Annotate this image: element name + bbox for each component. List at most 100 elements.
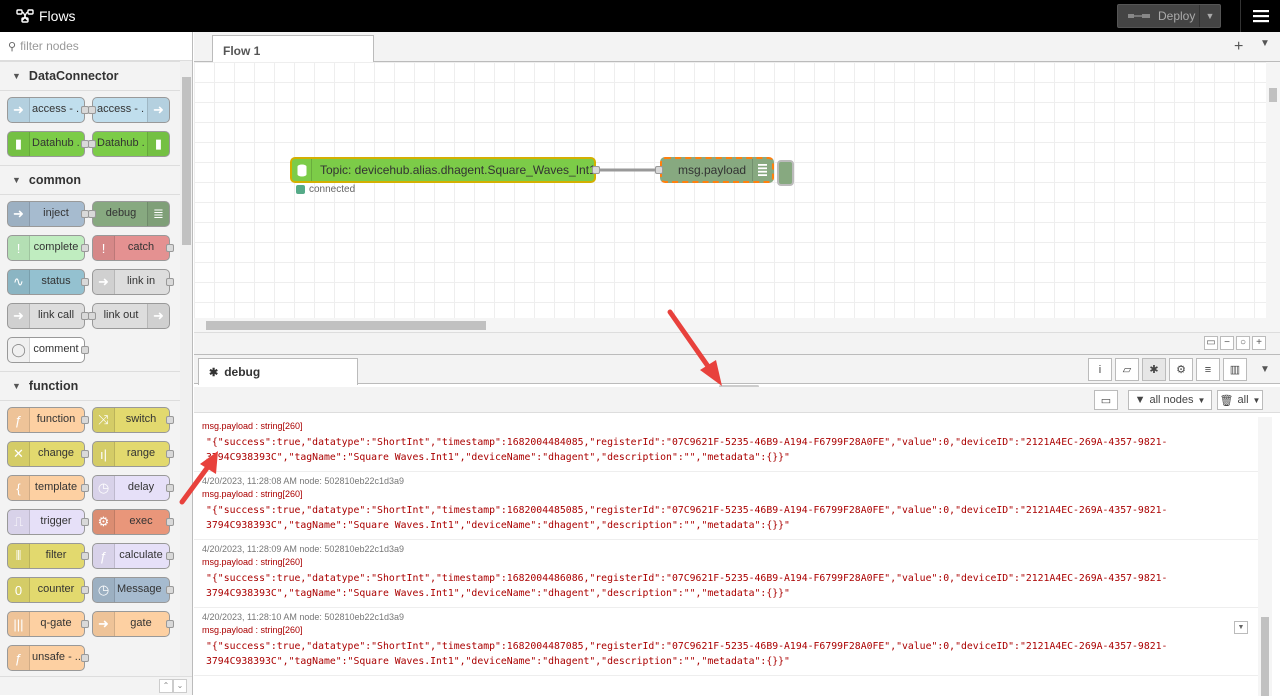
palette-node[interactable]: ➜link call (7, 303, 89, 329)
app-title: Flows (39, 8, 76, 24)
canvas-horizontal-scrollbar[interactable] (194, 318, 1280, 332)
message-value[interactable]: "{"success":true,"datatype":"ShortInt","… (206, 573, 1168, 599)
tab-flow-1[interactable]: Flow 1 (212, 35, 374, 63)
palette-node[interactable]: ▮Datahub ... (7, 131, 89, 157)
debug-toggle-button[interactable] (777, 160, 794, 186)
sidebar-resize-handle[interactable] (719, 385, 759, 388)
deploy-menu-caret-icon[interactable]: ▼ (1205, 11, 1215, 21)
output-port (166, 620, 174, 628)
zoom-out-icon[interactable]: − (1220, 336, 1234, 350)
datahub-subscribe-node[interactable]: Topic: devicehub.alias.dhagent.Square_Wa… (290, 157, 600, 183)
palette-node[interactable]: ✕change (7, 441, 89, 467)
filter-nodes-button[interactable]: ▼ all nodes ▼ (1128, 390, 1212, 410)
palette-node[interactable]: ∿status (7, 269, 89, 295)
debug-bug-icon[interactable]: ✱ (1142, 358, 1166, 381)
debug-scrollbar[interactable] (1258, 417, 1272, 696)
tab-debug[interactable]: ✱ debug (198, 358, 358, 385)
palette-node[interactable]: ➜gate (92, 611, 174, 637)
message-value[interactable]: "{"success":true,"datatype":"ShortInt","… (206, 505, 1168, 531)
palette-node[interactable]: ⎍trigger (7, 509, 89, 535)
node-status: connected (296, 184, 355, 195)
palette-node[interactable]: ➜link in (92, 269, 174, 295)
message-topic: msg.payload : string[260] (202, 489, 303, 499)
sidebar-menu-caret-icon[interactable]: ▼ (1260, 364, 1270, 375)
app-logo: Flows (16, 8, 76, 24)
palette-node[interactable]: ⤨switch (92, 407, 174, 433)
palette-node[interactable]: ➜inject (7, 201, 89, 227)
input-port[interactable] (655, 166, 663, 174)
filter-icon: ⫴ (8, 544, 30, 568)
clock-icon: ◷ (93, 578, 115, 602)
clear-label: all (1237, 394, 1249, 406)
workspace-tabs: Flow 1 + ▼ (194, 32, 1280, 63)
palette-node[interactable]: ◯comment (7, 337, 89, 363)
debug-message[interactable]: 4/20/2023, 11:28:09 AM node: 502810eb22c… (194, 540, 1258, 608)
output-port[interactable] (592, 166, 600, 174)
info-icon[interactable]: i (1088, 358, 1112, 381)
debug-message[interactable]: 4/20/2023, 11:28:08 AM node: 502810eb22c… (194, 472, 1258, 540)
palette-node[interactable]: ➜link out (88, 303, 170, 329)
palette-node[interactable]: ı|range (92, 441, 174, 467)
palette-search[interactable]: ⚲ filter nodes (0, 32, 192, 61)
flow-list-caret-icon[interactable]: ▼ (1260, 38, 1270, 49)
palette-category-header[interactable]: ▼function (0, 371, 180, 401)
flow-canvas[interactable]: Topic: devicehub.alias.dhagent.Square_Wa… (194, 62, 1266, 318)
palette-node[interactable]: ▮Datahub ... (88, 131, 170, 157)
help-book-icon[interactable]: ▱ (1115, 358, 1139, 381)
list-icon: ≣ (147, 202, 169, 226)
palette-node[interactable]: ◷Message ... (92, 577, 174, 603)
arrow-icon: ➜ (147, 98, 169, 122)
zoom-reset-icon[interactable]: ○ (1236, 336, 1250, 350)
palette-node-list: ▼DataConnector ➜access - ...➜access - ...… (0, 61, 180, 676)
navigator-icon[interactable]: ▭ (1204, 336, 1218, 350)
arrow-icon: ➜ (8, 202, 30, 226)
palette-node[interactable]: !complete (7, 235, 89, 261)
add-flow-icon[interactable]: + (1234, 38, 1244, 55)
debug-message[interactable]: msg.payload : string[260] "{"success":tru… (194, 417, 1258, 472)
config-gear-icon[interactable]: ⚙ (1169, 358, 1193, 381)
palette-node[interactable]: ➜access - ... (7, 97, 89, 123)
output-port (166, 450, 174, 458)
message-value[interactable]: "{"success":true,"datatype":"ShortInt","… (206, 437, 1168, 463)
open-debug-window-button[interactable]: ▭ (1094, 390, 1118, 410)
palette-category-header[interactable]: ▼common (0, 165, 180, 195)
debug-node[interactable]: msg.payload (655, 157, 774, 183)
deploy-button[interactable]: Deploy ▼ (1117, 4, 1221, 28)
zoom-in-icon[interactable]: + (1252, 336, 1266, 350)
input-port (88, 312, 96, 320)
palette-node-label: switch (125, 413, 157, 425)
palette-node[interactable]: |||q-gate (7, 611, 89, 637)
palette-node[interactable]: ⚙exec (92, 509, 174, 535)
message-topic: msg.payload : string[260] (202, 421, 303, 431)
palette-search-input[interactable]: filter nodes (20, 39, 79, 53)
main-menu-button[interactable] (1240, 0, 1280, 32)
palette-node[interactable]: !catch (92, 235, 174, 261)
message-value[interactable]: "{"success":true,"datatype":"ShortInt","… (206, 641, 1168, 667)
dashboard-chart-icon[interactable]: ▥ (1223, 358, 1247, 381)
palette-node[interactable]: ≣debug (88, 201, 170, 227)
palette-node[interactable]: ◷delay (92, 475, 174, 501)
database-icon (297, 164, 306, 176)
palette-node[interactable]: ⫴filter (7, 543, 89, 569)
palette-category-header[interactable]: ▼DataConnector (0, 61, 180, 91)
palette-scrollbar[interactable] (180, 61, 192, 676)
chevron-down-icon: ▼ (1197, 395, 1206, 405)
trash-icon: 🗑 (1219, 394, 1234, 407)
message-menu-button[interactable]: ▼ (1234, 621, 1248, 634)
context-data-icon[interactable]: ≡ (1196, 358, 1220, 381)
palette-node[interactable]: ➜access - ... (88, 97, 170, 123)
palette-footer: ⌃ ⌄ (0, 676, 192, 695)
output-port (81, 586, 89, 594)
output-port (81, 484, 89, 492)
palette-node[interactable]: {template (7, 475, 89, 501)
debug-message[interactable]: 4/20/2023, 11:28:10 AM node: 502810eb22c… (194, 608, 1258, 676)
clear-messages-button[interactable]: 🗑 all ▼ (1217, 390, 1263, 410)
collapse-all-icon[interactable]: ⌃ (159, 679, 173, 693)
palette-node-label: complete (33, 241, 79, 253)
expand-all-icon[interactable]: ⌄ (173, 679, 187, 693)
canvas-vertical-scrollbar[interactable] (1266, 62, 1280, 318)
